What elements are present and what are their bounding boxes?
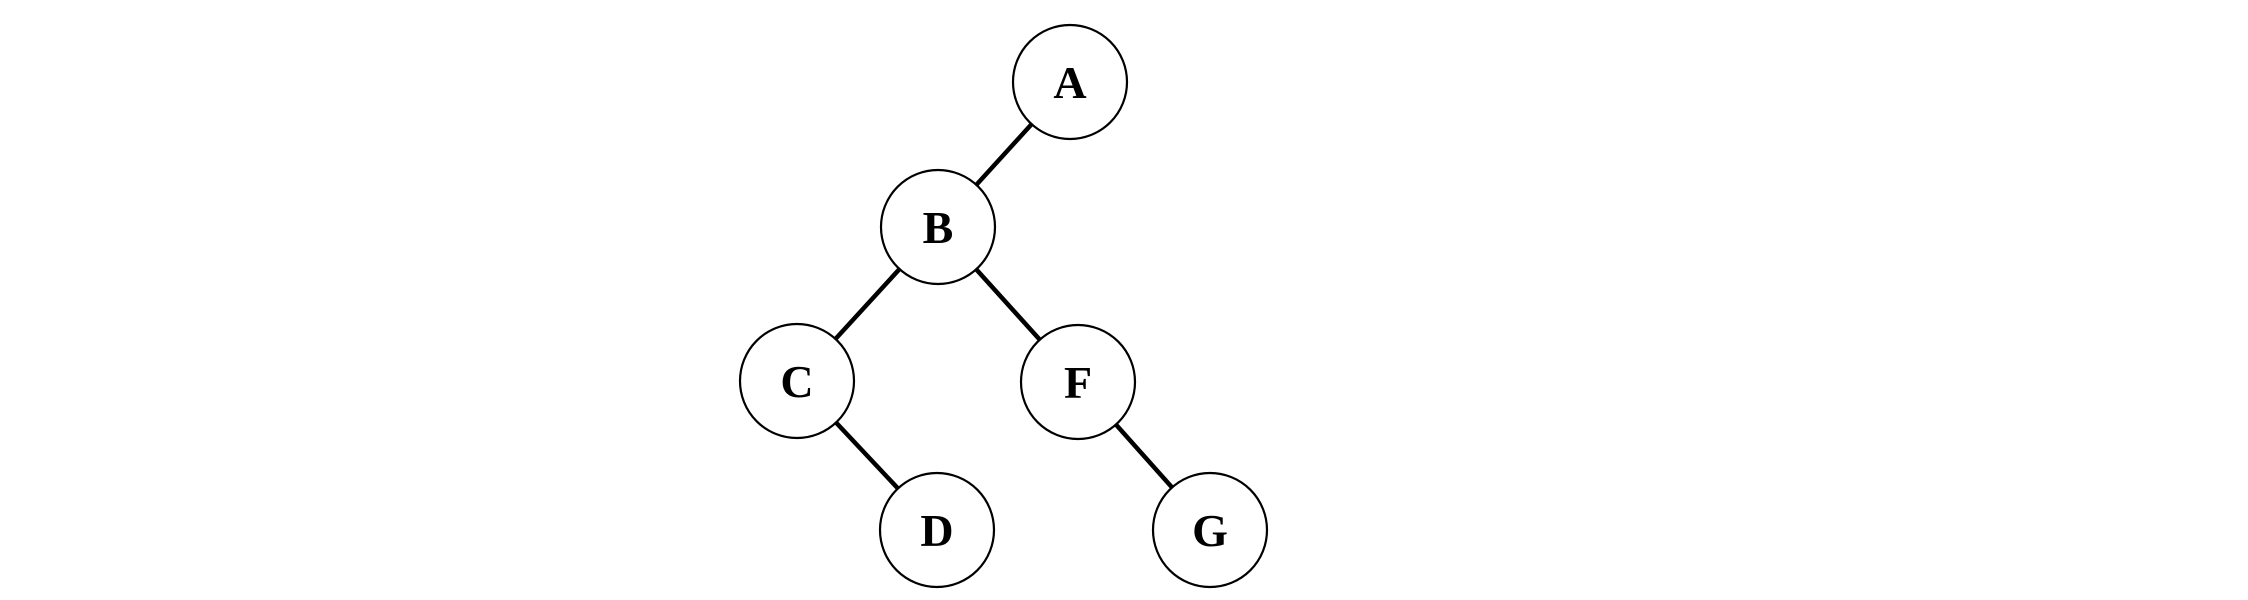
node-G: G (1151, 471, 1269, 589)
node-D-circle (878, 471, 996, 589)
node-B-circle (879, 168, 997, 286)
node-B-label: B (923, 202, 954, 253)
node-F-circle (1019, 323, 1137, 441)
nodes-layer: A B C F D G (738, 23, 1269, 589)
node-F: F (1019, 323, 1137, 441)
node-D-label: D (920, 505, 953, 556)
node-G-circle (1151, 471, 1269, 589)
node-C-circle (738, 322, 856, 440)
node-A-label: A (1053, 57, 1086, 108)
node-G-label: G (1192, 505, 1228, 556)
node-B: B (879, 168, 997, 286)
node-F-label: F (1064, 357, 1092, 408)
node-C: C (738, 322, 856, 440)
edges-layer (795, 80, 1212, 532)
node-A-circle (1011, 23, 1129, 141)
node-D: D (878, 471, 996, 589)
node-A: A (1011, 23, 1129, 141)
node-C-label: C (780, 356, 813, 407)
